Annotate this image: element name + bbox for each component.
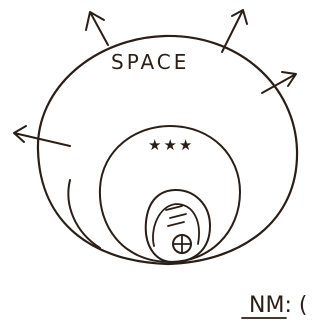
inner-squiggle (166, 206, 186, 226)
arrow-top-left (86, 12, 108, 45)
arrow-right (262, 72, 296, 93)
space-label: SPACE (111, 50, 189, 74)
corner-note: NM: ( (249, 293, 307, 318)
inner-ring-line (153, 204, 199, 246)
arrow-top-right (222, 10, 247, 52)
stars-label: ★★★ (148, 136, 194, 154)
arrow-left (14, 126, 70, 146)
outer-inner-arc (68, 180, 100, 248)
